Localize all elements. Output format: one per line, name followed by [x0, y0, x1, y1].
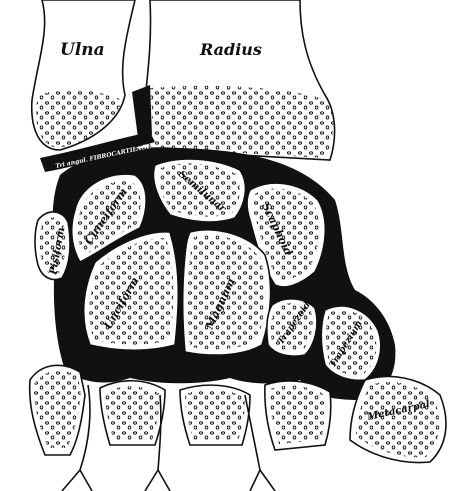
label-radius: Radius	[199, 40, 262, 59]
label-ulna: Ulna	[60, 40, 105, 60]
